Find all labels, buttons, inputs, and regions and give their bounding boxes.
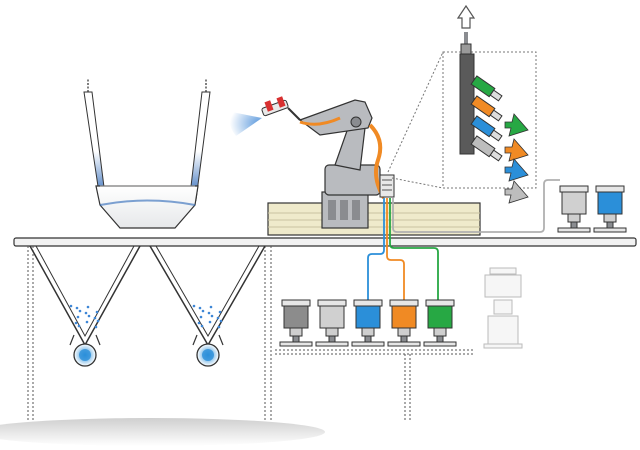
quick-connector [379, 174, 395, 198]
powder-dot [208, 320, 212, 324]
powder-dot [207, 311, 211, 315]
powder-dot [69, 304, 73, 308]
lower-pump-5 [423, 299, 457, 347]
green-arrow-icon [504, 113, 529, 137]
lower-pump-3 [351, 299, 385, 347]
powder-particles [69, 304, 223, 329]
painting-robot [261, 96, 386, 229]
powder-dot [216, 316, 220, 320]
zoom-callout-lines [387, 51, 537, 189]
lower-pump-2 [315, 299, 349, 347]
floor-shadow [0, 418, 325, 446]
powder-dot [201, 309, 205, 313]
cyclone-hopper-right [149, 245, 266, 367]
lower-pump-1 [279, 299, 313, 347]
powder-dot [94, 325, 98, 329]
upper-pump-1 [557, 185, 591, 233]
powder-dot [86, 305, 90, 309]
inlet-arrows [504, 113, 529, 204]
support-dashed-lines [27, 246, 475, 420]
powder-dot [210, 314, 214, 318]
powder-dot [218, 310, 222, 314]
powder-dot [209, 305, 213, 309]
cyclone-hopper-left [29, 245, 141, 367]
robot-rail [267, 202, 481, 236]
powder-dot [95, 310, 99, 314]
powder-dot [77, 324, 81, 328]
upper-pump-2 [593, 185, 627, 233]
powder-dot [85, 320, 89, 324]
lower-pump-4 [387, 299, 421, 347]
coating-booth [83, 78, 211, 229]
hose-lines [367, 179, 560, 300]
upper-pump-row [557, 185, 627, 233]
powder-dot [96, 319, 100, 323]
powder-dot [219, 319, 223, 323]
powder-dot [217, 325, 221, 329]
lower-pump-row [279, 299, 457, 347]
blue-arrow-icon [504, 158, 529, 182]
powder-dot [75, 306, 79, 310]
orange-arrow-icon [504, 138, 529, 162]
exhaust-up-arrow-icon [456, 4, 476, 29]
ghost-dosing-unit [483, 267, 523, 349]
powder-dot [197, 321, 201, 325]
gray-arrow-icon [504, 180, 529, 204]
powder-dot [192, 304, 196, 308]
powder-dot [74, 321, 78, 325]
powder-dot [199, 315, 203, 319]
powder-dot [78, 309, 82, 313]
powder-dot [93, 316, 97, 320]
powder-dot [198, 306, 202, 310]
powder-dot [84, 311, 88, 315]
main-platform [13, 237, 637, 247]
powder-dot [87, 314, 91, 318]
powder-dot [200, 324, 204, 328]
powder-dot [76, 315, 80, 319]
color-change-manifold [456, 4, 503, 162]
spray-cloud [229, 112, 262, 136]
